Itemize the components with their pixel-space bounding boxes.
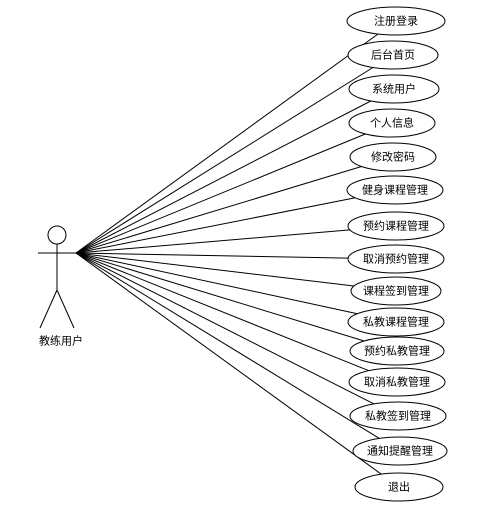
use-case-ellipse xyxy=(347,40,439,70)
use-case-label: 系统用户 xyxy=(372,82,416,96)
use-cases: 注册登录后台首页系统用户个人信息修改密码健身课程管理预约课程管理取消预约管理课程… xyxy=(346,6,448,502)
use-case-ellipse xyxy=(352,436,448,466)
use-case: 预约私教管理 xyxy=(349,336,445,366)
actor-label: 教练用户 xyxy=(39,334,83,348)
use-case: 个人信息 xyxy=(348,108,436,138)
use-case-ellipse xyxy=(346,6,446,36)
use-case-label: 预约课程管理 xyxy=(363,219,429,233)
use-case-label: 私教签到管理 xyxy=(365,409,431,423)
use-case-label: 通知提醒管理 xyxy=(367,444,433,458)
use-case: 预约课程管理 xyxy=(347,211,445,241)
use-case-ellipse xyxy=(349,142,437,172)
use-case-label: 健身课程管理 xyxy=(362,183,428,197)
use-case-label: 取消预约管理 xyxy=(363,252,429,266)
association-line xyxy=(75,252,380,439)
use-case-label: 后台首页 xyxy=(371,48,415,62)
association-line xyxy=(75,166,362,254)
use-case-ellipse xyxy=(346,175,444,205)
association-line xyxy=(75,252,349,259)
use-case-label: 私教课程管理 xyxy=(363,315,429,329)
actor-right-leg xyxy=(56,289,75,329)
actor-left-leg xyxy=(39,289,58,329)
use-case-ellipse xyxy=(349,336,445,366)
actor-coach-user: 教练用户 xyxy=(38,225,83,348)
use-case: 注册登录 xyxy=(346,6,446,36)
association-line xyxy=(75,252,358,315)
use-case: 私教签到管理 xyxy=(349,401,447,431)
use-case-label: 修改密码 xyxy=(371,150,415,164)
association-line xyxy=(75,252,365,342)
use-case-ellipse xyxy=(348,74,440,104)
association-line xyxy=(75,252,382,475)
use-case: 修改密码 xyxy=(349,142,437,172)
use-case-ellipse xyxy=(354,472,444,502)
use-case-ellipse xyxy=(348,108,436,138)
use-case-label: 课程签到管理 xyxy=(363,284,429,298)
use-case: 系统用户 xyxy=(348,74,440,104)
association-line xyxy=(75,67,374,254)
use-case: 私教课程管理 xyxy=(347,307,445,337)
use-case-label: 预约私教管理 xyxy=(364,344,430,358)
use-case-ellipse xyxy=(350,276,442,306)
use-case: 健身课程管理 xyxy=(346,175,444,205)
use-case: 后台首页 xyxy=(347,40,439,70)
use-case-ellipse xyxy=(347,211,445,241)
use-case-label: 取消私教管理 xyxy=(364,375,430,389)
association-lines xyxy=(75,33,382,475)
use-case: 退出 xyxy=(354,472,444,502)
actor-head xyxy=(47,225,67,245)
association-line xyxy=(75,100,372,254)
use-case-ellipse xyxy=(348,367,446,397)
use-case: 课程签到管理 xyxy=(350,276,442,306)
use-case: 通知提醒管理 xyxy=(352,436,448,466)
use-case-ellipse xyxy=(347,307,445,337)
association-line xyxy=(75,33,379,254)
use-case-label: 个人信息 xyxy=(370,116,414,130)
use-case-ellipse xyxy=(349,401,447,431)
use-case-label: 退出 xyxy=(388,480,410,494)
use-case: 取消私教管理 xyxy=(348,367,446,397)
use-case: 取消预约管理 xyxy=(347,244,445,274)
association-line xyxy=(75,229,350,254)
association-line xyxy=(75,252,375,405)
association-line xyxy=(75,252,355,287)
association-line xyxy=(75,197,356,254)
association-line xyxy=(75,252,369,372)
use-case-label: 注册登录 xyxy=(374,14,418,28)
association-line xyxy=(75,133,366,254)
use-case-ellipse xyxy=(347,244,445,274)
